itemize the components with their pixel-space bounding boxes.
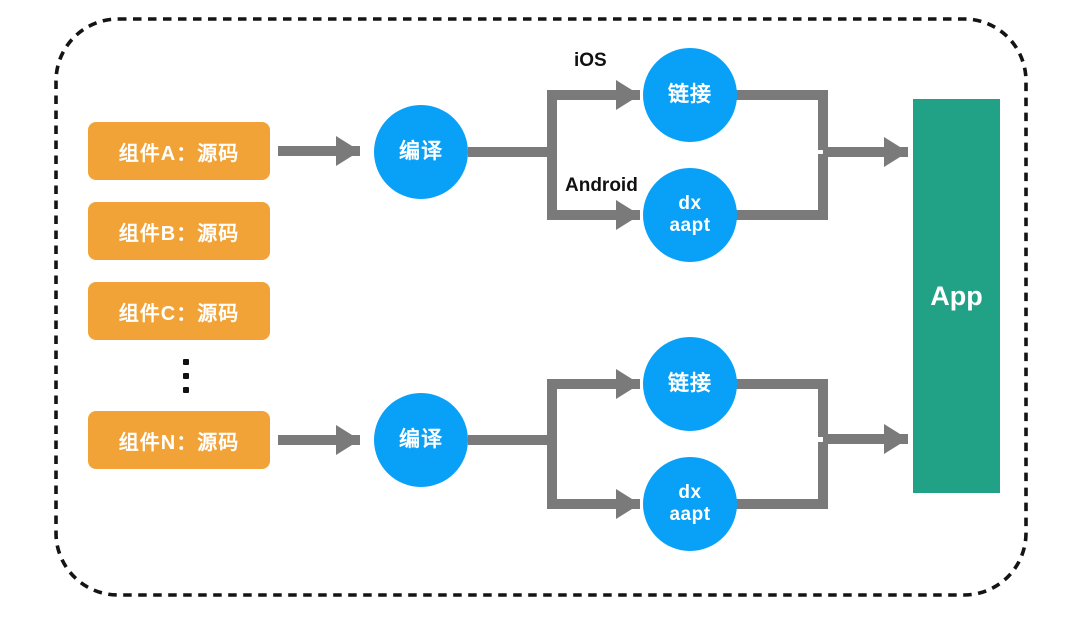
- fork-top-to-link-ios: [468, 80, 640, 157]
- dx-aapt-circle-bottom: dx aapt: [643, 457, 737, 551]
- merge-top-from-link: [736, 90, 828, 150]
- component-box-a: 组件A：源码: [88, 122, 270, 180]
- component-box-b-label: 组件B：源码: [118, 222, 240, 245]
- ios-branch-label: iOS: [574, 50, 607, 71]
- vertical-ellipsis-icon: [183, 359, 189, 393]
- fork-bottom-to-link: [468, 369, 640, 445]
- ellipsis-dot: [183, 359, 189, 365]
- dx-label: dx: [678, 482, 702, 504]
- link-circle-top-label: 链接: [668, 83, 712, 107]
- component-box-c: 组件C：源码: [88, 282, 270, 340]
- merge-top-from-dx: [736, 154, 828, 220]
- dx-aapt-circle-top: dx aapt: [643, 168, 737, 262]
- ellipsis-dot: [183, 373, 189, 379]
- compile-circle-top: 编译: [374, 105, 468, 199]
- app-box: App: [913, 99, 1000, 493]
- merge-bottom-from-link: [736, 379, 828, 437]
- dx-label: dx: [678, 193, 702, 215]
- link-circle-bottom-label: 链接: [668, 372, 712, 396]
- fork-bottom-to-dx: [547, 440, 640, 519]
- android-branch-label: Android: [565, 175, 638, 196]
- component-box-b: 组件B：源码: [88, 202, 270, 260]
- aapt-label: aapt: [669, 504, 711, 525]
- component-box-a-label: 组件A：源码: [118, 142, 240, 165]
- compile-circle-bottom: 编译: [374, 393, 468, 487]
- component-box-n: 组件N：源码: [88, 411, 270, 469]
- ellipsis-dot: [183, 387, 189, 393]
- component-box-c-label: 组件C：源码: [118, 302, 240, 325]
- link-circle-top: 链接: [643, 48, 737, 142]
- app-box-label: App: [930, 280, 983, 311]
- fork-top-to-dx-android: [547, 152, 640, 230]
- compile-circle-top-label: 编译: [399, 140, 443, 164]
- aapt-label: aapt: [669, 215, 711, 236]
- dashed-border: [54, 17, 1028, 597]
- merge-bottom-from-dx: [736, 442, 828, 509]
- component-box-n-label: 组件N：源码: [118, 431, 240, 454]
- compile-circle-bottom-label: 编译: [399, 428, 443, 452]
- link-circle-bottom: 链接: [643, 337, 737, 431]
